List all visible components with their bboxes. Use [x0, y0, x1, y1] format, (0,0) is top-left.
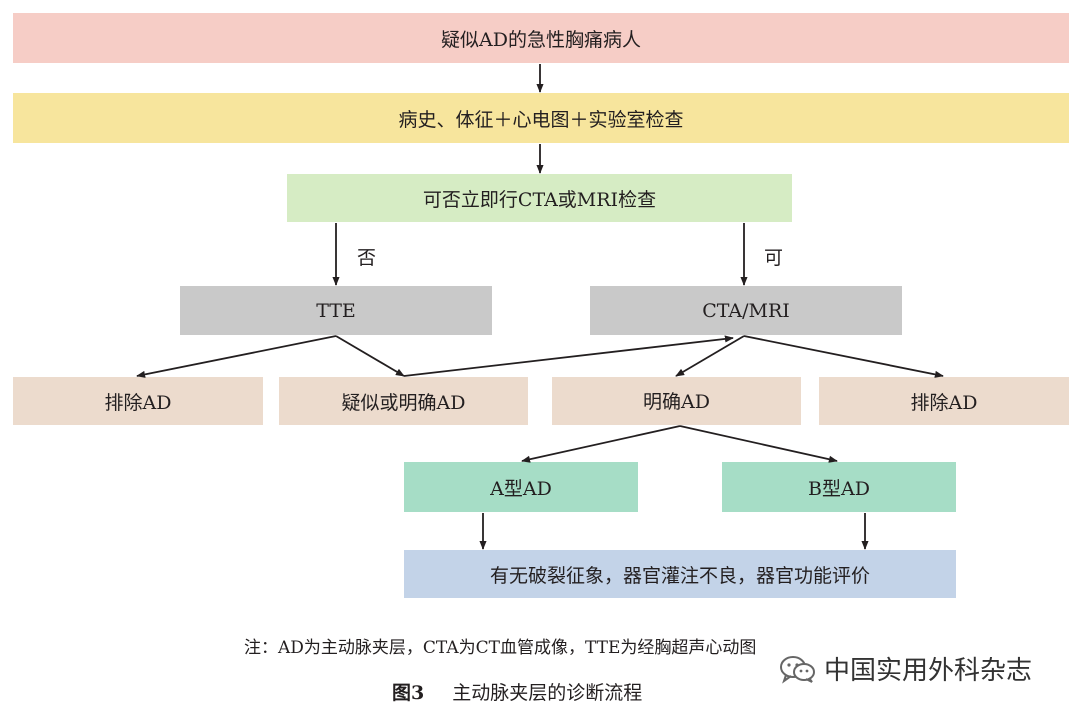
- edge-label-no: 否: [357, 247, 377, 269]
- node-type-a-ad: A型AD: [404, 462, 638, 512]
- arrow-suspected-or-confirmed-to-cta-mri: [403, 335, 734, 377]
- edge-label-yes: 可: [764, 247, 784, 269]
- node-confirmed-ad: 明确AD: [552, 377, 801, 425]
- node-cta-mri: CTA/MRI: [590, 286, 902, 335]
- figure-note: 注：AD为主动脉夹层，CTA为CT血管成像，TTE为经胸超声心动图: [244, 638, 757, 658]
- arrow-cta-mri-to-confirmed: [675, 335, 745, 377]
- watermark: 中国实用外科杂志: [778, 650, 1032, 687]
- wechat-icon: [778, 654, 818, 684]
- arrow-tte-to-exclude: [136, 335, 337, 378]
- figure-number: 图3: [392, 682, 425, 704]
- arrow-confirmed-to-type-a: [521, 425, 681, 463]
- node-tte: TTE: [180, 286, 492, 335]
- node-evaluation: 有无破裂征象，器官灌注不良，器官功能评价: [404, 550, 956, 598]
- node-history-exam: 病史、体征＋心电图＋实验室检查: [13, 93, 1069, 143]
- node-cta-mri-decision: 可否立即行CTA或MRI检查: [287, 174, 792, 222]
- node-exclude-ad-left: 排除AD: [13, 377, 263, 425]
- node-type-b-ad: B型AD: [722, 462, 956, 512]
- figure-title: 主动脉夹层的诊断流程: [452, 682, 643, 704]
- arrow-tte-to-suspected-or-confirmed: [335, 335, 405, 377]
- watermark-text: 中国实用外科杂志: [824, 656, 1033, 686]
- node-suspected-or-confirmed-ad: 疑似或明确AD: [279, 377, 528, 425]
- arrow-confirmed-to-type-b: [679, 425, 838, 463]
- node-exclude-ad-right: 排除AD: [819, 377, 1069, 425]
- arrow-cta-mri-to-exclude: [743, 335, 944, 378]
- node-suspected-ad-patient: 疑似AD的急性胸痛病人: [13, 13, 1069, 63]
- figure-caption: 图3 主动脉夹层的诊断流程: [392, 678, 642, 705]
